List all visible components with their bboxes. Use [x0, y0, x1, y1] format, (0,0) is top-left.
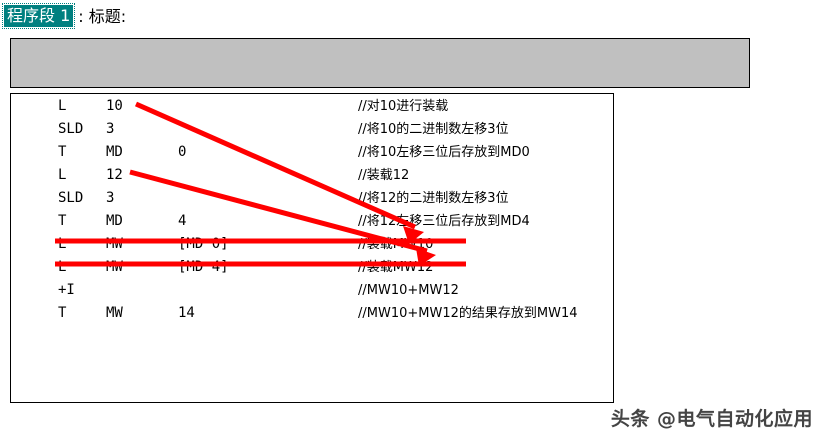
code-operand-1: 3 [106, 121, 115, 137]
network-comment-box[interactable] [10, 38, 750, 88]
code-operand-1: 12 [106, 167, 123, 183]
code-row[interactable]: L 12 //装载12 [11, 165, 613, 186]
code-row[interactable]: T MD 0 //将10左移三位后存放到MD0 [11, 142, 613, 163]
code-row[interactable]: L MW [MD 4] //装载MW12 [11, 257, 613, 278]
code-operation: +I [58, 282, 75, 298]
code-operand-1: 3 [106, 190, 115, 206]
code-operation: L [58, 98, 67, 114]
code-operand-1: MW [106, 236, 123, 252]
code-operand-1: MD [106, 213, 123, 229]
code-row[interactable]: SLD 3 //将10的二进制数左移3位 [11, 119, 613, 140]
code-operation: L [58, 167, 67, 183]
code-comment: //装载MW10 [358, 237, 434, 252]
code-row[interactable]: +I //MW10+MW12 [11, 280, 613, 301]
code-operand-2: [MD 4] [178, 259, 229, 275]
code-row[interactable]: L 10 //对10进行装载 [11, 96, 613, 117]
code-operand-2: 14 [178, 305, 195, 321]
code-operand-1: MD [106, 144, 123, 160]
code-comment: //MW10+MW12的结果存放到MW14 [358, 306, 578, 321]
code-row[interactable]: T MW 14 //MW10+MW12的结果存放到MW14 [11, 303, 613, 324]
code-comment: //将10的二进制数左移3位 [358, 122, 509, 137]
code-row[interactable]: L MW [MD 0] //装载MW10 [11, 234, 613, 255]
statement-list-editor[interactable]: L 10 //对10进行装载 SLD 3 //将10的二进制数左移3位 T MD… [10, 93, 614, 403]
watermark-text: 头条 @电气自动化应用 [610, 408, 813, 430]
code-comment: //MW10+MW12 [358, 283, 459, 298]
code-operation: SLD [58, 190, 84, 206]
network-header: 程序段 1 : 标题: [1, 3, 127, 29]
code-operation: L [58, 236, 67, 252]
code-comment: //对10进行装载 [358, 99, 449, 114]
code-operand-1: MW [106, 305, 123, 321]
code-operand-1: 10 [106, 98, 123, 114]
code-row[interactable]: SLD 3 //将12的二进制数左移3位 [11, 188, 613, 209]
code-operand-2: 4 [178, 213, 187, 229]
code-operation: T [58, 213, 67, 229]
code-comment: //将12的二进制数左移3位 [358, 191, 509, 206]
code-row[interactable]: T MD 4 //将12左移三位后存放到MD4 [11, 211, 613, 232]
code-operand-1: MW [106, 259, 123, 275]
code-operation: L [58, 259, 67, 275]
code-comment: //装载12 [358, 168, 410, 183]
network-title-selected[interactable]: 程序段 1 [1, 3, 76, 29]
code-operation: T [58, 144, 67, 160]
code-operation: SLD [58, 121, 84, 137]
code-operand-2: [MD 0] [178, 236, 229, 252]
code-comment: //装载MW12 [358, 260, 434, 275]
code-comment: //将10左移三位后存放到MD0 [358, 145, 530, 160]
code-operand-2: 0 [178, 144, 187, 160]
network-title-suffix: : 标题: [78, 6, 127, 26]
code-comment: //将12左移三位后存放到MD4 [358, 214, 530, 229]
code-operation: T [58, 305, 67, 321]
